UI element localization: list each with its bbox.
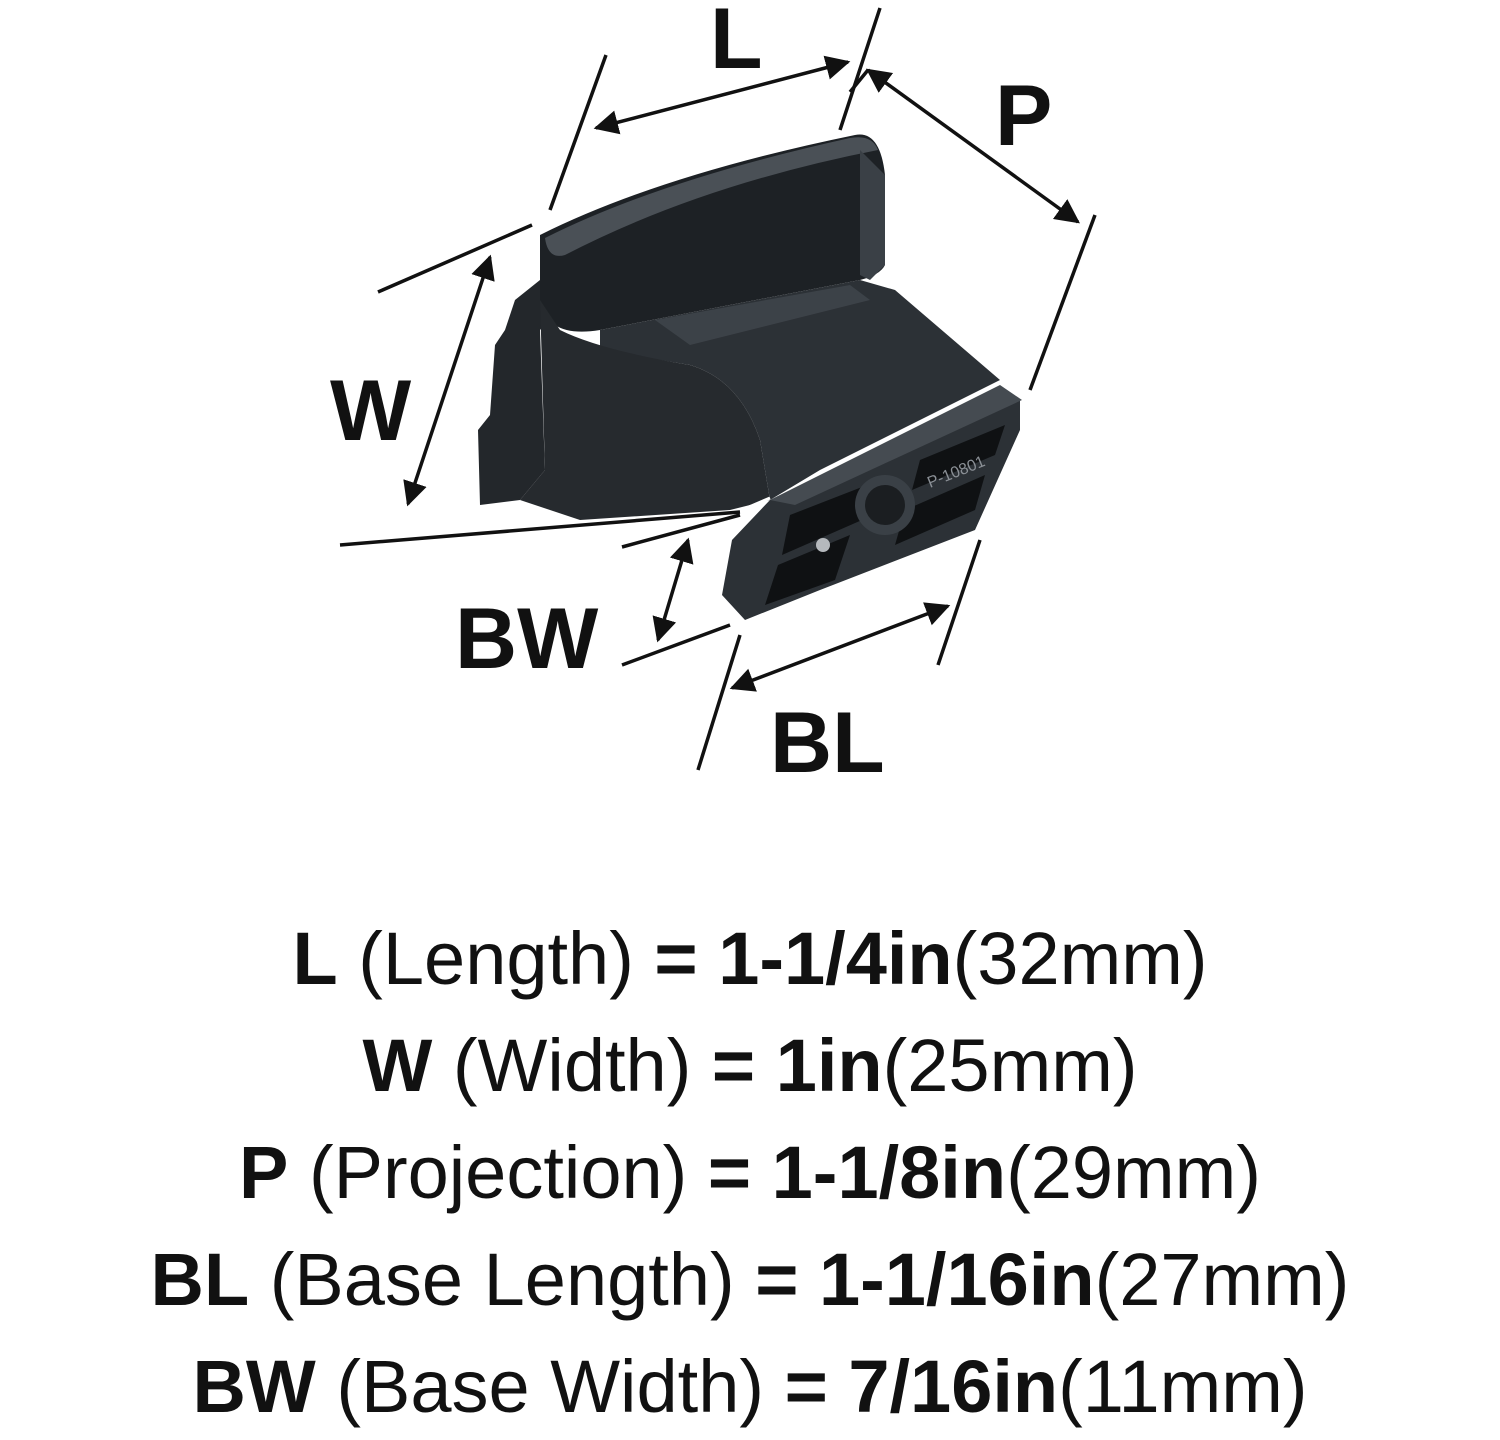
spec-metric: (32mm)	[952, 917, 1208, 1000]
spec-metric: (25mm)	[882, 1024, 1138, 1107]
spec-equals: =	[654, 917, 698, 1000]
spec-code: BL	[150, 1238, 250, 1321]
label-BL: BL	[770, 695, 885, 791]
spec-base-width: BW (Base Width) = 7/16in(11mm)	[0, 1333, 1500, 1440]
spec-imperial: 1-1/4in	[718, 917, 953, 1000]
spec-length: L (Length) = 1-1/4in(32mm)	[0, 905, 1500, 1012]
spec-imperial: 1in	[775, 1024, 883, 1107]
label-BW: BW	[455, 591, 599, 687]
spec-equals: =	[755, 1238, 799, 1321]
spec-code: W	[362, 1024, 433, 1107]
label-P: P	[995, 68, 1052, 164]
spec-base-length: BL (Base Length) = 1-1/16in(27mm)	[0, 1226, 1500, 1333]
spec-name: (Base Length)	[269, 1238, 735, 1321]
label-L: L	[710, 0, 763, 87]
cabinet-knob-illustration: P-10801	[478, 134, 1022, 620]
spec-equals: =	[707, 1131, 752, 1214]
dimension-lines	[339, 7, 1097, 771]
knob-dimension-diagram: P-10801 L P W BW BL	[330, 0, 1097, 791]
spec-name: (Length)	[358, 917, 634, 1000]
spec-imperial: 7/16in	[848, 1345, 1059, 1428]
dimension-spec-list: L (Length) = 1-1/4in(32mm) W (Width) = 1…	[0, 905, 1500, 1440]
spec-metric: (27mm)	[1094, 1238, 1350, 1321]
spec-name: (Projection)	[308, 1131, 688, 1214]
spec-metric: (29mm)	[1006, 1131, 1261, 1214]
spec-imperial: 1-1/8in	[771, 1131, 1007, 1214]
spec-code: P	[239, 1131, 289, 1214]
spec-code: L	[292, 917, 338, 1000]
spec-width: W (Width) = 1in(25mm)	[0, 1012, 1500, 1119]
label-W: W	[330, 363, 412, 459]
spec-name: (Base Width)	[336, 1345, 764, 1428]
spec-projection: P (Projection) = 1-1/8in(29mm)	[0, 1119, 1500, 1226]
spec-name: (Width)	[452, 1024, 692, 1107]
spec-imperial: 1-1/16in	[818, 1238, 1095, 1321]
spec-equals: =	[711, 1024, 756, 1107]
spec-equals: =	[784, 1345, 828, 1428]
spec-metric: (11mm)	[1058, 1345, 1308, 1428]
spec-code: BW	[192, 1345, 316, 1428]
